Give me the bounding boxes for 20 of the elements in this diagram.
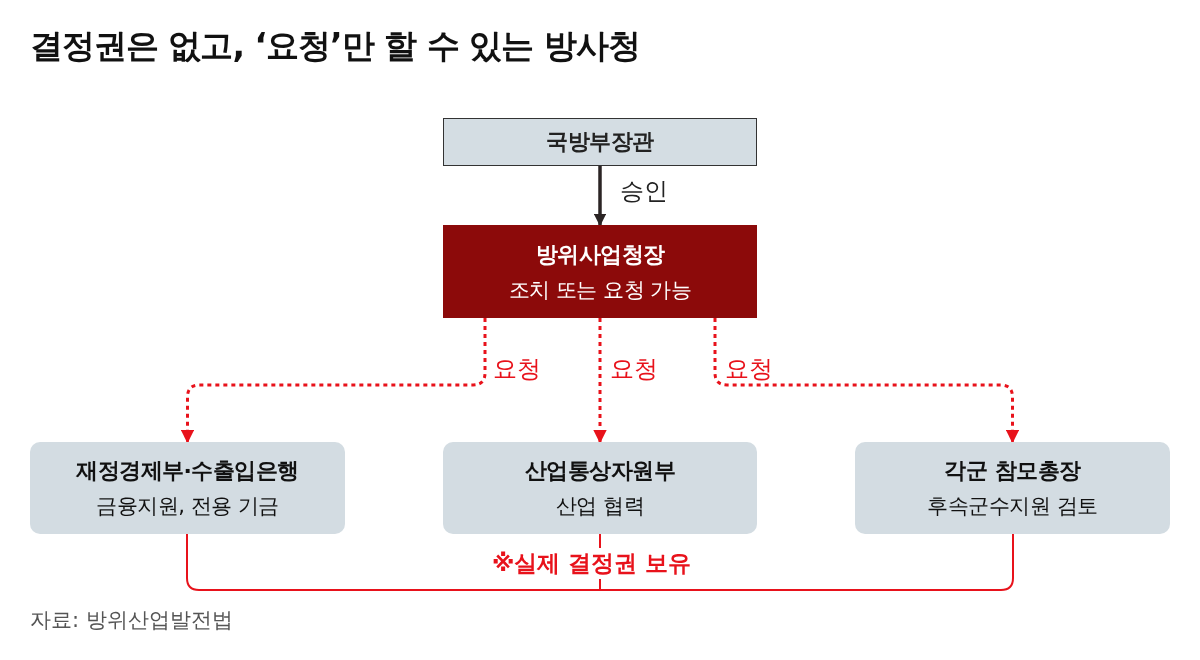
ministry-box	[30, 442, 345, 534]
node-subtitle: 후속군수지원 검토	[927, 493, 1098, 520]
position-box	[443, 118, 757, 166]
arrow	[593, 166, 607, 227]
title: 결정권은 없고, ‘요청’만 할 수 있는 방사청	[30, 25, 640, 67]
node-title: 국방부장관	[546, 128, 654, 156]
node-subtitle: 산업 협력	[555, 493, 645, 520]
node-title: 각군 참모총장	[944, 457, 1081, 485]
arrow	[593, 318, 607, 444]
node-title: 재정경제부·수출입은행	[76, 457, 299, 485]
ministry-box	[443, 442, 757, 534]
arrow	[713, 318, 1020, 444]
node-title: 산업통상자원부	[524, 457, 676, 485]
arrow	[180, 318, 487, 444]
node-subtitle: 조치 또는 요청 가능	[508, 276, 692, 304]
military-box	[855, 442, 1170, 534]
node-title: 방위사업청장	[535, 240, 665, 269]
source-note: 자료: 방위산업발전법	[30, 607, 233, 634]
node-subtitle: 금융지원, 전용 기금	[96, 493, 279, 520]
agency-box	[443, 225, 757, 318]
